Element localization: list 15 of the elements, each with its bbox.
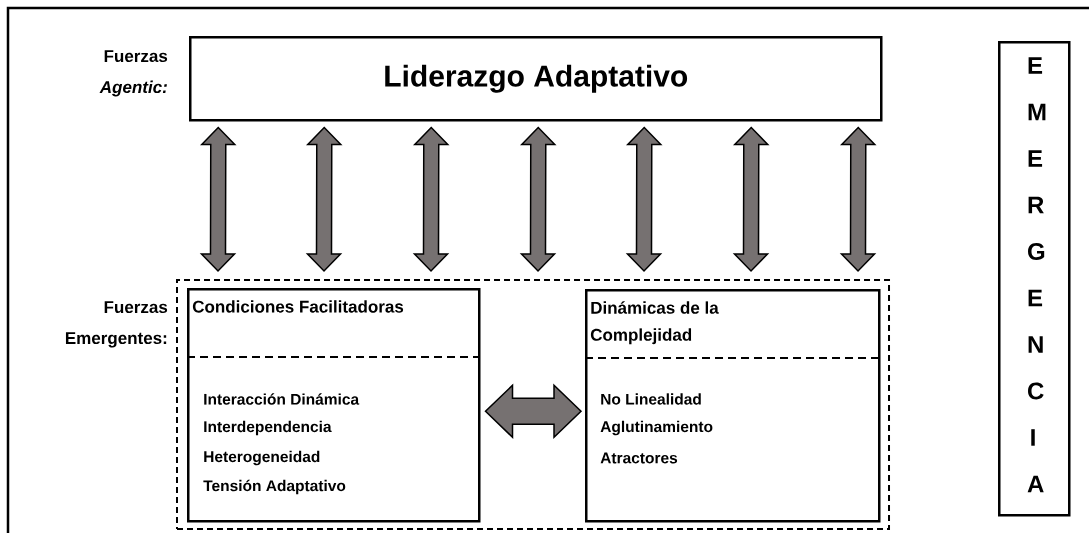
- double-arrow: [732, 126, 770, 273]
- double-arrow: [839, 126, 877, 273]
- double-arrow: [199, 126, 237, 273]
- vertical-word-box: E M E R G E N C I A: [998, 41, 1071, 517]
- panel-box: Condiciones Facilitadoras Interacción Dinámica Interdependencia Heterogeneidad Tensión Adaptativo: [186, 288, 481, 523]
- double-arrow: [519, 126, 557, 273]
- double-arrow: [305, 126, 343, 273]
- side-label: Fuerzas Emergentes:: [65, 301, 168, 348]
- side-label: Fuerzas Agentic:: [99, 50, 168, 97]
- title-box: Liderazgo Adaptativo: [189, 36, 883, 122]
- double-arrow: [625, 126, 663, 273]
- dashed-group-box: [176, 279, 890, 530]
- double-arrow: [484, 383, 583, 440]
- double-arrow: [412, 126, 450, 273]
- panel-box: Dinámicas de la Complejidad No Linealidad Aglutinamiento Atractores: [584, 289, 881, 523]
